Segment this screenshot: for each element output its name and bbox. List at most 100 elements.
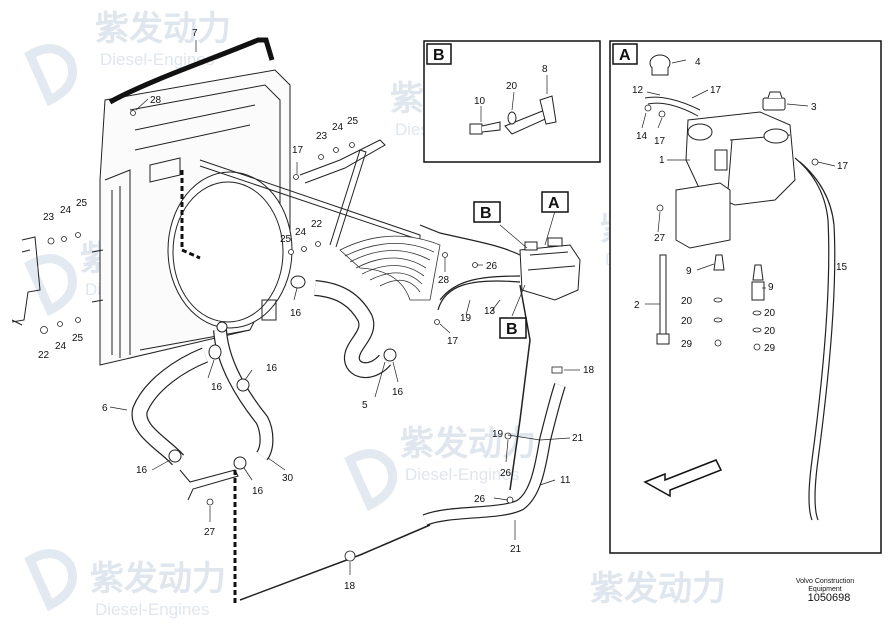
inset-a-callout-29: 29 bbox=[764, 343, 776, 354]
watermark-cn-8: 紫发动力 bbox=[590, 570, 726, 608]
hose-part-5 bbox=[314, 280, 392, 379]
callout-26: 26 bbox=[500, 468, 512, 479]
callout-28: 28 bbox=[150, 95, 162, 106]
hose-part-12 bbox=[644, 96, 701, 117]
callout-25: 25 bbox=[280, 234, 292, 245]
callout-16: 16 bbox=[136, 465, 148, 476]
bolt-part-10 bbox=[469, 121, 501, 135]
fasteners bbox=[40, 110, 563, 562]
seal-strip-part-7 bbox=[108, 37, 275, 105]
callout-25: 25 bbox=[347, 116, 359, 127]
inset-a-callout-17: 17 bbox=[837, 161, 849, 172]
callout-5: 5 bbox=[362, 400, 368, 411]
vent-hose-part-13 bbox=[419, 224, 521, 311]
callout-28: 28 bbox=[438, 275, 450, 286]
inset-a-callout-29: 29 bbox=[681, 339, 693, 350]
callout-21: 21 bbox=[510, 544, 522, 555]
level-sensors-part-9 bbox=[713, 254, 765, 301]
callout-24: 24 bbox=[332, 122, 344, 133]
callout-24: 24 bbox=[55, 341, 67, 352]
inset-a-callout-20: 20 bbox=[681, 316, 693, 327]
dashed-bleed-lines bbox=[180, 170, 237, 605]
watermark-cn-5: 紫发动力 bbox=[400, 425, 536, 463]
callout-flags: A B B bbox=[473, 191, 569, 339]
company-line-1: Volvo Construction bbox=[795, 578, 855, 585]
inset-b-detail: B 10 20 8 bbox=[423, 40, 601, 163]
flag-b-top-box bbox=[473, 201, 501, 223]
hose-part-15 bbox=[794, 157, 836, 521]
expansion-tank-main bbox=[519, 237, 581, 301]
watermark-en-5: Diesel-Engines bbox=[405, 465, 519, 484]
inset-a-callout-17: 17 bbox=[710, 85, 722, 96]
callout-25: 25 bbox=[72, 333, 84, 344]
hose-part-6 bbox=[131, 347, 209, 466]
fan-guard-part bbox=[339, 235, 441, 301]
radiator-assembly bbox=[91, 69, 293, 366]
inset-a-callout-4: 4 bbox=[695, 57, 701, 68]
inset-b-title: B bbox=[433, 47, 445, 64]
callout-18: 18 bbox=[583, 365, 595, 376]
inset-a-title: A bbox=[619, 47, 631, 64]
inset-a-callout-9: 9 bbox=[768, 282, 774, 293]
main-view-callouts: 7 28 23 24 25 17 23 24 25 22 24 25 25 24… bbox=[38, 28, 595, 592]
callout-27: 27 bbox=[204, 527, 216, 538]
watermark-cn-1: 紫发动力 bbox=[95, 10, 231, 48]
inset-a-callout-9: 9 bbox=[686, 266, 692, 277]
washers-and-nuts bbox=[644, 104, 819, 351]
callout-19: 19 bbox=[460, 313, 472, 324]
callout-17: 17 bbox=[292, 145, 304, 156]
watermark-en-7: Diesel-Engines bbox=[95, 600, 209, 619]
inset-a-callout-17: 17 bbox=[654, 136, 666, 147]
flag-b-top-label: B bbox=[480, 205, 492, 222]
company-line-2: Equipment bbox=[808, 586, 842, 593]
flag-a-label: A bbox=[548, 195, 560, 212]
tank-hose-part-11 bbox=[422, 383, 566, 526]
inset-b-callout-8: 8 bbox=[542, 64, 548, 75]
hose-part-30 bbox=[213, 329, 274, 461]
inset-b-callout-20: 20 bbox=[506, 81, 518, 92]
callout-26: 26 bbox=[474, 494, 486, 505]
inset-a-callout-1: 1 bbox=[659, 155, 665, 166]
inset-a-callout-3: 3 bbox=[811, 102, 817, 113]
callout-16: 16 bbox=[252, 486, 264, 497]
callout-16: 16 bbox=[290, 308, 302, 319]
callout-16: 16 bbox=[211, 382, 223, 393]
callout-26: 26 bbox=[486, 261, 498, 272]
callout-18: 18 bbox=[344, 581, 356, 592]
callout-22: 22 bbox=[311, 219, 323, 230]
overflow-line bbox=[239, 284, 531, 601]
callout-24: 24 bbox=[60, 205, 72, 216]
inset-a-detail: A bbox=[609, 40, 882, 554]
callout-19: 19 bbox=[492, 429, 504, 440]
callout-7: 7 bbox=[192, 28, 198, 39]
bracket-part-2 bbox=[656, 182, 731, 345]
callout-13: 13 bbox=[484, 306, 496, 317]
left-mounting-brackets bbox=[11, 236, 41, 326]
inset-a-callout-20: 20 bbox=[764, 308, 776, 319]
callout-23: 23 bbox=[43, 212, 55, 223]
inset-a-callout-20: 20 bbox=[764, 326, 776, 337]
inset-a-callout-14: 14 bbox=[636, 131, 648, 142]
inset-a-callout-15: 15 bbox=[836, 262, 848, 273]
callout-16: 16 bbox=[266, 363, 278, 374]
watermark-en-1: Diesel-Engines bbox=[100, 50, 214, 69]
callout-25: 25 bbox=[76, 198, 88, 209]
callout-30: 30 bbox=[282, 473, 294, 484]
inset-a-callout-2: 2 bbox=[634, 300, 640, 311]
company-name: Volvo Construction Equipment bbox=[790, 578, 860, 594]
inset-a-callout-27: 27 bbox=[654, 233, 666, 244]
watermark-cn-7: 紫发动力 bbox=[90, 560, 226, 598]
callout-17: 17 bbox=[447, 336, 459, 347]
expansion-tank-part-1 bbox=[685, 111, 796, 206]
stay-rods bbox=[199, 139, 421, 248]
cap-part-4 bbox=[649, 54, 671, 76]
cap-part-3 bbox=[762, 91, 786, 111]
pipe-part-27 bbox=[179, 469, 239, 501]
flag-a-box bbox=[541, 191, 569, 213]
callout-11: 11 bbox=[560, 475, 571, 486]
direction-arrow-icon bbox=[643, 459, 723, 498]
bracket-part-8 bbox=[504, 95, 557, 135]
callout-6: 6 bbox=[102, 403, 108, 414]
